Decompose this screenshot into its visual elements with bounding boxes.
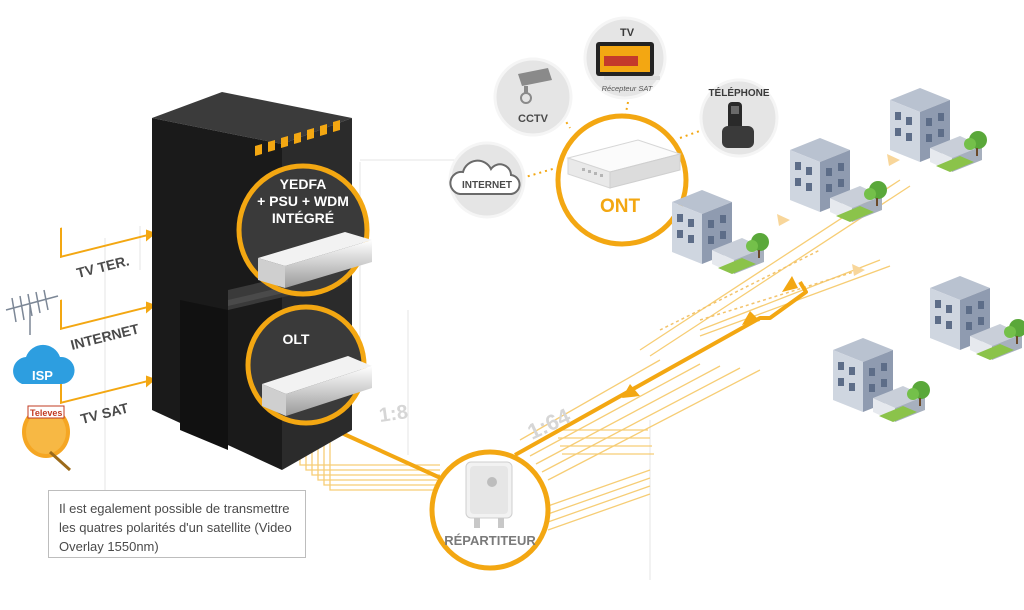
phone-icon bbox=[722, 102, 754, 148]
ont-router-icon bbox=[566, 139, 682, 189]
branch-arrows bbox=[777, 154, 900, 276]
yedfa-line1: YEDFA bbox=[280, 176, 327, 192]
isp-cloud-icon: ISP bbox=[13, 344, 75, 384]
building-icon bbox=[790, 138, 887, 222]
tv-sub-label: Récepteur SAT bbox=[602, 84, 654, 93]
antenna-icon bbox=[5, 289, 59, 335]
splitter-icon bbox=[465, 461, 513, 528]
yedfa-line3: INTÉGRÉ bbox=[272, 210, 334, 226]
tv-ter-label: TV TER. bbox=[75, 252, 131, 281]
olt-bubble: OLT bbox=[245, 304, 372, 426]
video-overlay-note: Il est egalement possible de transmettre… bbox=[48, 490, 306, 558]
main-fiber bbox=[334, 280, 808, 482]
televes-badge-label: Televes bbox=[30, 408, 62, 418]
internet-device-label: INTERNET bbox=[462, 180, 512, 191]
input-arrows bbox=[60, 227, 156, 404]
satellite-dish-icon: Televes bbox=[22, 405, 72, 472]
camera-icon bbox=[518, 68, 552, 104]
guide-lines bbox=[104, 159, 651, 580]
cctv-label: CCTV bbox=[518, 113, 549, 125]
ratio-1-8: 1:8 bbox=[378, 401, 410, 427]
building-icon bbox=[890, 88, 987, 172]
repartiteur-bubble: RÉPARTITEUR bbox=[429, 449, 551, 571]
ont-bubble: ONT bbox=[555, 113, 689, 247]
isp-badge-label: ISP bbox=[32, 368, 53, 383]
main-fiber-arrows bbox=[622, 276, 798, 398]
olt-label: OLT bbox=[283, 331, 310, 347]
building-icon bbox=[672, 190, 769, 274]
internet-bubble: INTERNET bbox=[448, 141, 526, 219]
yedfa-bubble: YEDFA + PSU + WDM INTÉGRÉ bbox=[236, 163, 372, 297]
cloud-icon bbox=[449, 159, 521, 196]
building-icon bbox=[930, 276, 1024, 360]
telephone-label: TÉLÉPHONE bbox=[708, 86, 769, 99]
yedfa-line2: + PSU + WDM bbox=[257, 193, 349, 209]
tv-icon bbox=[596, 42, 660, 80]
tv-bubble: TV Récepteur SAT bbox=[583, 16, 667, 100]
cctv-bubble: CCTV bbox=[493, 57, 573, 137]
telephone-bubble: TÉLÉPHONE bbox=[699, 78, 779, 158]
ont-label: ONT bbox=[600, 196, 641, 217]
building-icon bbox=[833, 338, 930, 422]
tv-label: TV bbox=[620, 27, 635, 39]
repartiteur-label: RÉPARTITEUR bbox=[444, 533, 536, 548]
fiber-branches bbox=[659, 249, 861, 331]
